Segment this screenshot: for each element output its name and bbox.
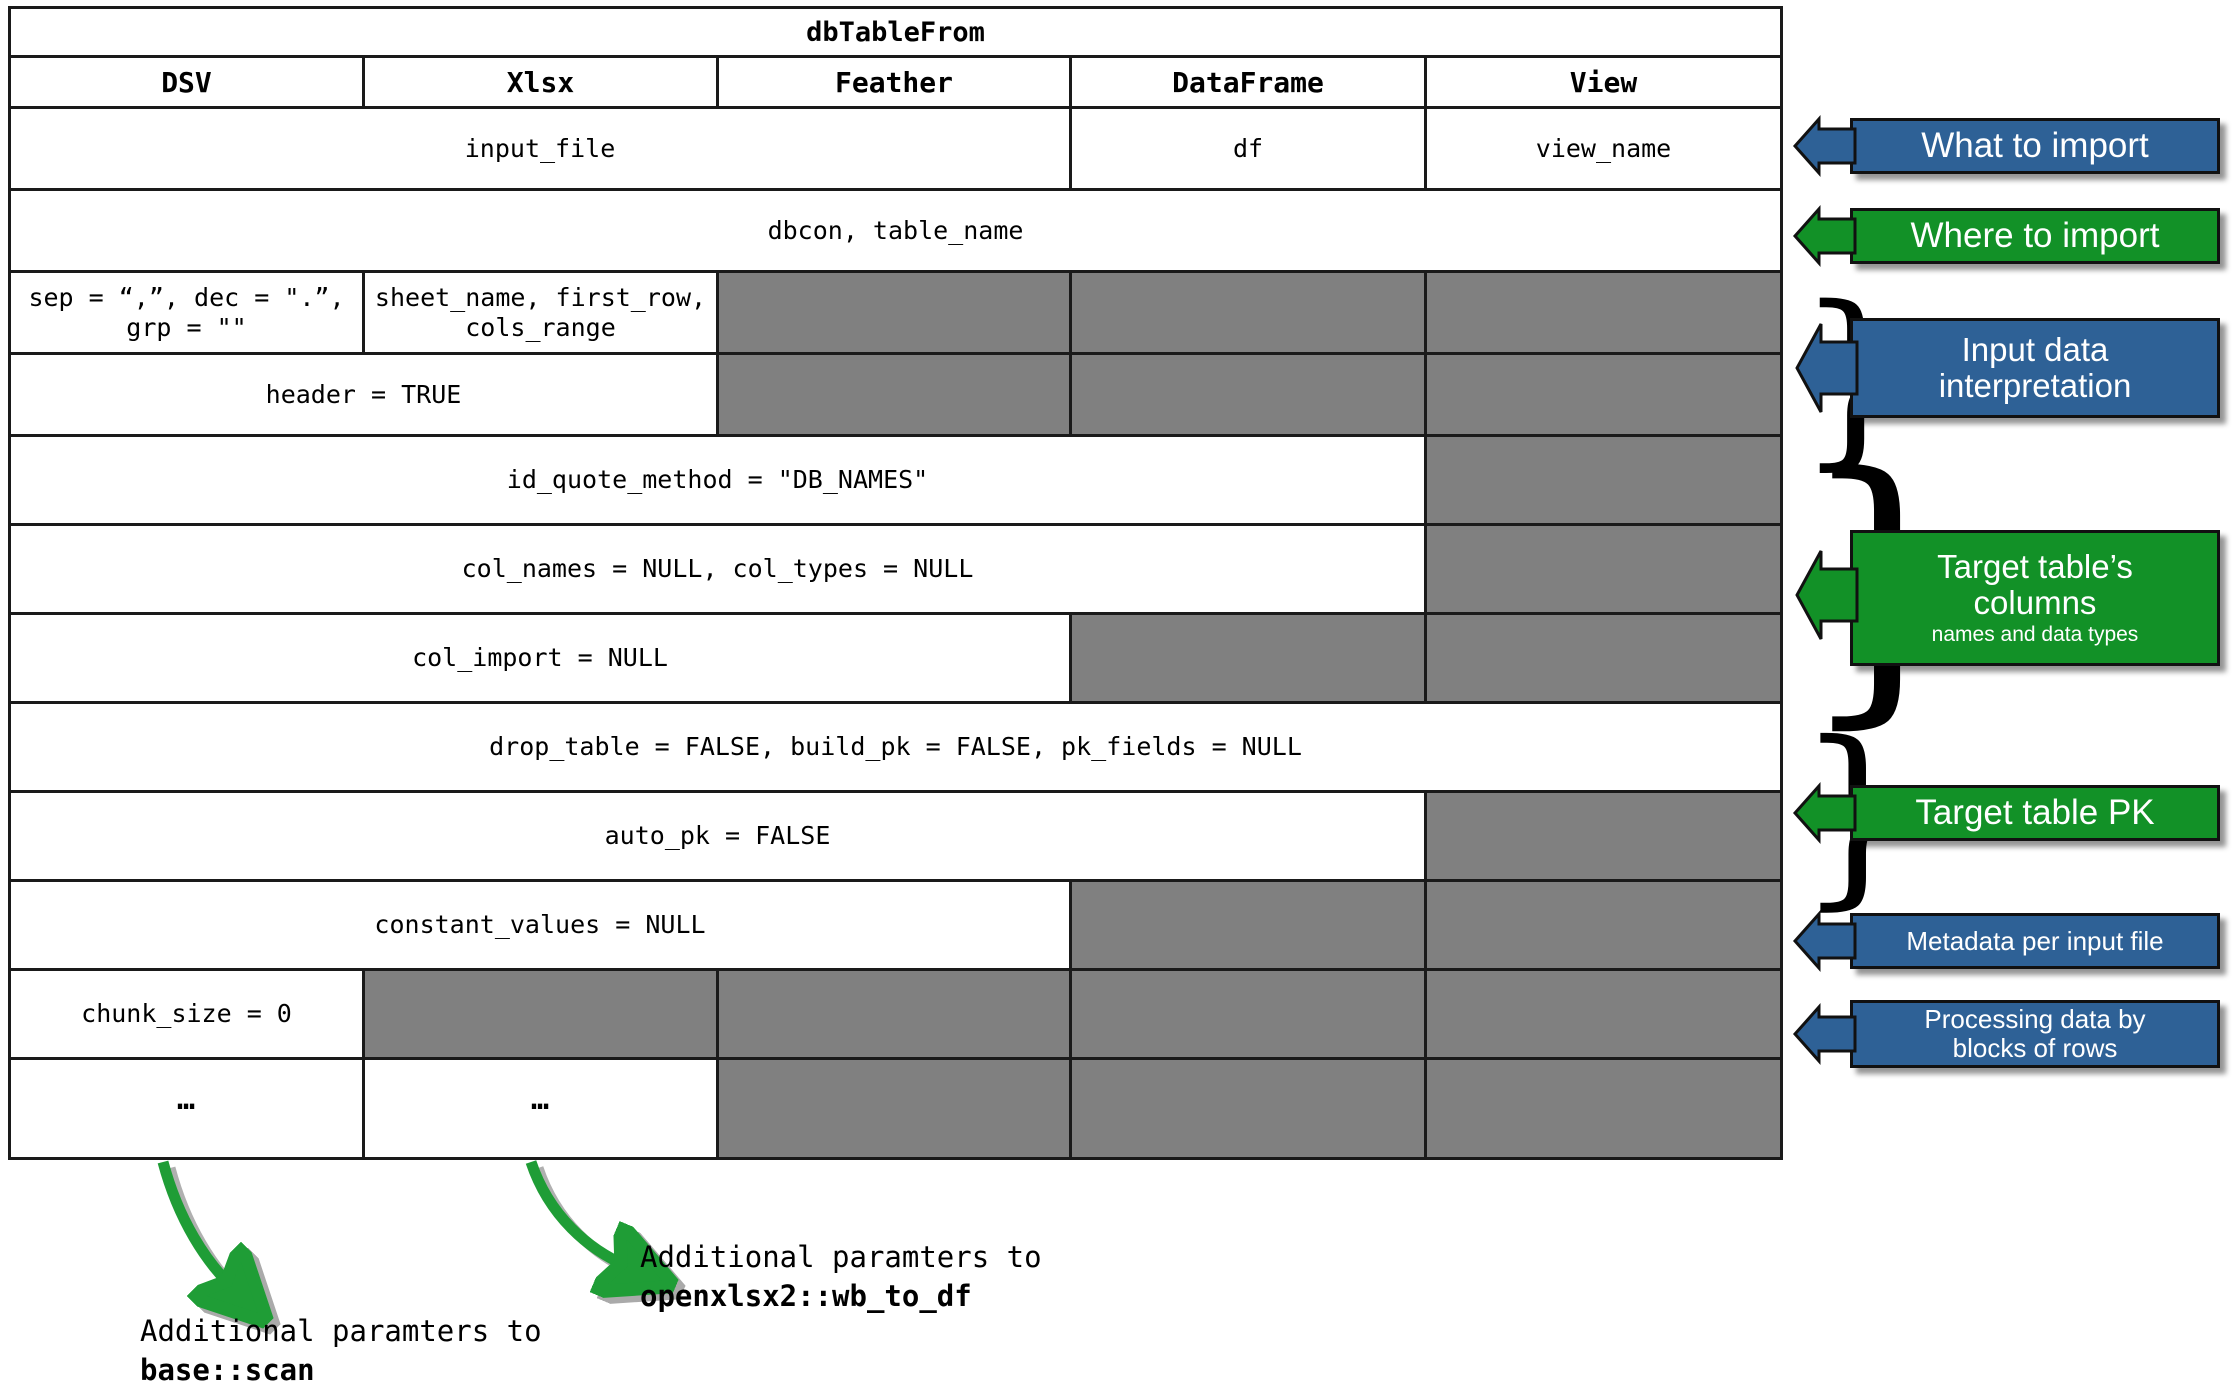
arrow-left-icon <box>1792 910 1857 972</box>
table-cell-disabled <box>1423 523 1784 615</box>
table-cell: col_names = NULL, col_types = NULL <box>8 523 1427 615</box>
table-row: drop_table = FALSE, build_pk = FALSE, pk… <box>7 701 1784 793</box>
column-header-dsv: DSV <box>8 55 365 109</box>
table-cell: input_file <box>8 106 1072 191</box>
table-cell: sep = “,”, dec = ".”, grp = "" <box>8 270 365 355</box>
table-cell: drop_table = FALSE, build_pk = FALSE, pk… <box>7 701 1784 793</box>
table-cell-disabled <box>716 270 1072 355</box>
annotation-line1: Additional paramters to <box>640 1240 1042 1274</box>
callout-label: Input data interpretation <box>1938 330 2132 404</box>
table-cell: sheet_name, first_row, cols_range <box>362 270 719 355</box>
annotation-line1: Additional paramters to <box>140 1314 542 1348</box>
table-cell: df <box>1069 106 1427 191</box>
callout-where-to-import[interactable]: Where to import <box>1792 205 2220 267</box>
table-row: auto_pk = FALSE <box>8 790 1784 882</box>
table-row: col_names = NULL, col_types = NULL <box>8 523 1784 615</box>
table-row: chunk_size = 0 <box>8 968 1784 1060</box>
annotation-openxlsx2: Additional paramters to openxlsx2::wb_to… <box>640 1238 1042 1316</box>
table-row: dbcon, table_name <box>7 188 1784 273</box>
callout-input-data-interpretation[interactable]: Input data interpretation <box>1795 318 2220 418</box>
callout-label: Target table’s columns <box>1937 547 2133 621</box>
table-cell-ellipsis: … <box>8 1057 365 1160</box>
dbtablefrom-table: dbTableFrom DSV Xlsx Feather DataFrame V… <box>7 6 1784 1160</box>
table-row: id_quote_method = "DB_NAMES" <box>8 434 1784 526</box>
table-cell-disabled <box>1423 1057 1784 1160</box>
column-header-xlsx: Xlsx <box>362 55 719 109</box>
callout-what-to-import[interactable]: What to import <box>1792 115 2220 177</box>
arrow-left-icon <box>1792 1003 1857 1065</box>
table-cell: constant_values = NULL <box>8 879 1072 971</box>
arrow-left-icon <box>1795 323 1859 413</box>
callout-label: Processing data by blocks of rows <box>1924 1004 2146 1063</box>
table-cell: header = TRUE <box>8 352 719 437</box>
table-row: sep = “,”, dec = ".”, grp = ""sheet_name… <box>8 270 1784 355</box>
table-cell: col_import = NULL <box>8 612 1072 704</box>
table-row: constant_values = NULL <box>8 879 1784 971</box>
column-header-dataframe: DataFrame <box>1069 55 1427 109</box>
arrow-left-icon <box>1792 115 1857 177</box>
callout-label: Metadata per input file <box>1906 925 2164 956</box>
table-cell-ellipsis: … <box>362 1057 719 1160</box>
callout-processing-data[interactable]: Processing data by blocks of rows <box>1792 1000 2220 1068</box>
annotation-base-scan: Additional paramters to base::scan <box>140 1312 542 1390</box>
table-cell-disabled <box>1069 352 1427 437</box>
table-cell-disabled <box>716 968 1072 1060</box>
table-cell: id_quote_method = "DB_NAMES" <box>8 434 1427 526</box>
table-cell-disabled <box>1423 612 1784 704</box>
arrow-left-icon <box>1792 205 1857 267</box>
table-cell-disabled <box>1423 790 1784 882</box>
page-title: dbTableFrom <box>7 6 1784 58</box>
table-cell: dbcon, table_name <box>7 188 1784 273</box>
table-cell-disabled <box>1069 968 1427 1060</box>
parameter-matrix: dbTableFrom DSV Xlsx Feather DataFrame V… <box>7 6 1784 1160</box>
table-row: …… <box>8 1057 1784 1160</box>
annotation-line2: openxlsx2::wb_to_df <box>640 1279 972 1314</box>
callout-metadata-per-input-file[interactable]: Metadata per input file <box>1792 910 2220 972</box>
column-header-feather: Feather <box>716 55 1072 109</box>
table-cell-disabled <box>1423 879 1784 971</box>
callout-label: What to import <box>1921 125 2149 165</box>
annotation-line2: base::scan <box>140 1353 315 1388</box>
arrow-to-base-scan <box>157 1160 231 1286</box>
table-header-row: DSV Xlsx Feather DataFrame View <box>8 55 1784 109</box>
arrow-to-openxlsx2 <box>525 1160 627 1266</box>
table-cell-disabled <box>1423 968 1784 1060</box>
table-cell: chunk_size = 0 <box>8 968 365 1060</box>
arrow-left-icon <box>1795 550 1859 641</box>
table-cell-disabled <box>1069 879 1427 971</box>
table-cell-disabled <box>716 1057 1072 1160</box>
callout-target-columns[interactable]: Target table’s columns names and data ty… <box>1795 530 2220 666</box>
table-cell-disabled <box>1069 1057 1427 1160</box>
callout-label: Where to import <box>1910 215 2160 255</box>
table-cell: view_name <box>1423 106 1784 191</box>
table-cell: auto_pk = FALSE <box>8 790 1427 882</box>
table-title-row: dbTableFrom <box>7 6 1784 58</box>
callout-label: Target table PK <box>1915 792 2155 832</box>
table-cell-disabled <box>362 968 719 1060</box>
table-row: header = TRUE <box>8 352 1784 437</box>
table-cell-disabled <box>1069 612 1427 704</box>
callout-sublabel: names and data types <box>1931 623 2139 647</box>
table-cell-disabled <box>1069 270 1427 355</box>
table-cell-disabled <box>1423 352 1784 437</box>
table-cell-disabled <box>716 352 1072 437</box>
arrow-left-icon <box>1792 782 1857 844</box>
callout-target-pk[interactable]: Target table PK <box>1792 782 2220 844</box>
table-cell-disabled <box>1423 434 1784 526</box>
table-cell-disabled <box>1423 270 1784 355</box>
column-header-view: View <box>1423 55 1784 109</box>
table-row: col_import = NULL <box>8 612 1784 704</box>
